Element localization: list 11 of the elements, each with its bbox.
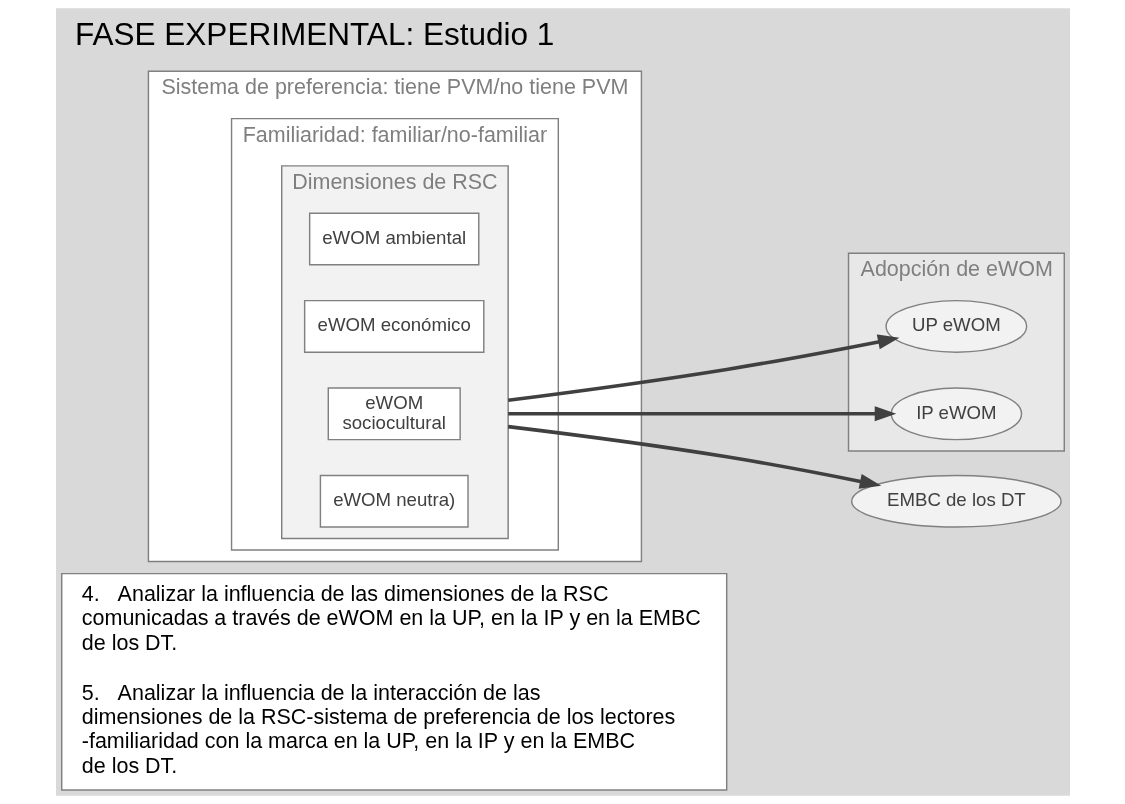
arrow xyxy=(507,334,899,402)
arrow xyxy=(507,424,881,489)
node-box: eWOM neutra) xyxy=(319,474,469,528)
diagram-title: FASE EXPERIMENTAL: Estudio 1 xyxy=(74,15,554,52)
node-ellipse: IP eWOM xyxy=(890,387,1022,441)
node-box: 4. Analizar la influencia de las dimensiones de la RSC comunicadas a través de eWOM en la UP, en la IP y en la EMBC de los DT. 5. Analizar la influencia de la interacción de las dimensiones de la RSC-sistema de preferencia de los lectores -familiaridad con la marca en la UP, en la IP y en la EMBC de los DT. xyxy=(60,572,727,791)
arrow xyxy=(507,406,896,422)
node-box: eWOM ambiental xyxy=(308,212,479,266)
node-box: eWOM sociocultural xyxy=(327,387,461,441)
node-box: eWOM económico xyxy=(303,299,484,353)
node-ellipse: UP eWOM xyxy=(884,299,1027,353)
